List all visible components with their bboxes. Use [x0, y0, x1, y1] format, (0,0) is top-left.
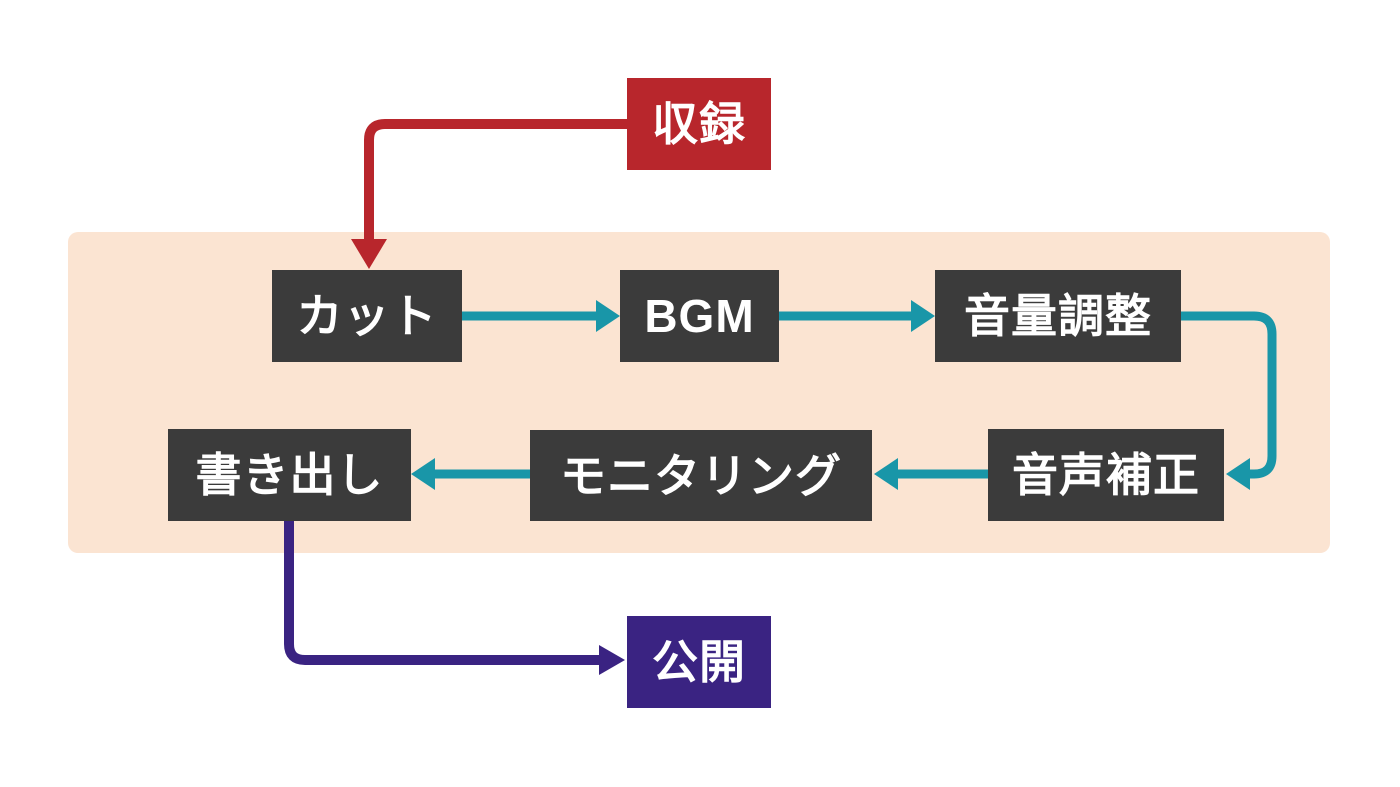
node-publish-label: 公開 — [652, 636, 746, 688]
node-audio-correction-label: 音声補正 — [1012, 449, 1200, 501]
node-cut-label: カット — [296, 290, 438, 342]
node-publish: 公開 — [627, 616, 771, 708]
node-bgm: BGM — [620, 270, 779, 362]
node-export: 書き出し — [168, 429, 411, 521]
node-volume-adjust-label: 音量調整 — [964, 290, 1152, 342]
node-monitoring: モニタリング — [530, 430, 872, 521]
node-volume-adjust: 音量調整 — [935, 270, 1181, 362]
node-audio-correction: 音声補正 — [988, 429, 1224, 521]
node-record: 収録 — [627, 78, 771, 170]
node-monitoring-label: モニタリング — [560, 449, 842, 502]
node-export-label: 書き出し — [195, 449, 384, 501]
node-record-label: 収録 — [652, 98, 746, 150]
node-bgm-label: BGM — [644, 290, 755, 342]
node-cut: カット — [272, 270, 462, 362]
